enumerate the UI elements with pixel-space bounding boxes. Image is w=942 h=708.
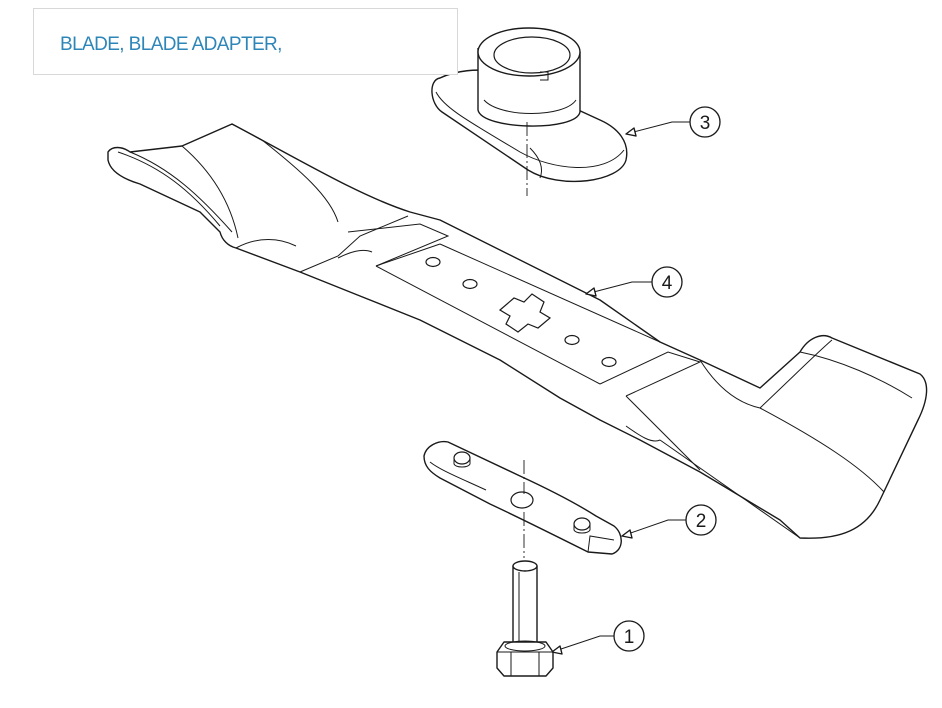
blade-adapter [431, 27, 628, 196]
blade-stiffener [423, 440, 622, 558]
callout-1: 1 [551, 620, 645, 655]
callout-2: 2 [621, 504, 717, 539]
blade [107, 123, 928, 539]
page-title: BLADE, BLADE ADAPTER, [60, 34, 282, 55]
callout-3-number: 3 [700, 113, 711, 134]
hex-bolt [496, 560, 554, 677]
callout-2-number: 2 [696, 511, 707, 532]
callout-3: 3 [625, 106, 721, 138]
title-box: BLADE, BLADE ADAPTER, [33, 8, 458, 75]
callout-4-number: 4 [662, 273, 673, 294]
callout-4: 4 [585, 266, 683, 298]
callout-1-number: 1 [624, 627, 635, 648]
